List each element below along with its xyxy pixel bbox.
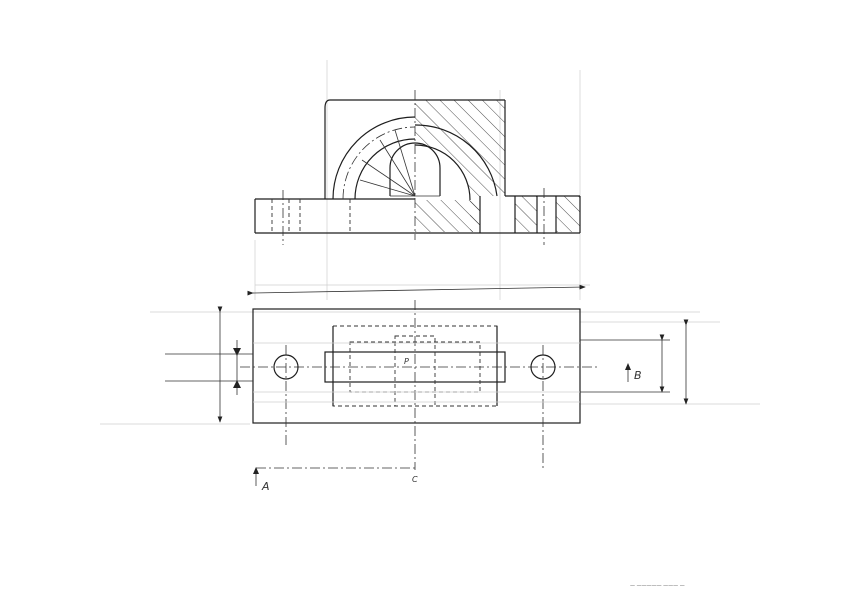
label-p: P (404, 357, 409, 366)
label-c: C (412, 475, 418, 484)
left-dimensions (165, 306, 253, 423)
footer-note: — ————— ——— — (630, 583, 685, 589)
section-indicator-a (253, 467, 415, 486)
right-dimensions (580, 319, 689, 405)
front-view (254, 90, 581, 245)
label-b: B (634, 369, 642, 382)
section-indicator-b (625, 363, 631, 382)
overall-length-dimension (247, 284, 586, 296)
top-view (240, 300, 600, 470)
foot-hatch-box-1 (515, 196, 537, 232)
label-a: A (261, 480, 270, 493)
foot-hatch-box-2 (556, 196, 580, 232)
